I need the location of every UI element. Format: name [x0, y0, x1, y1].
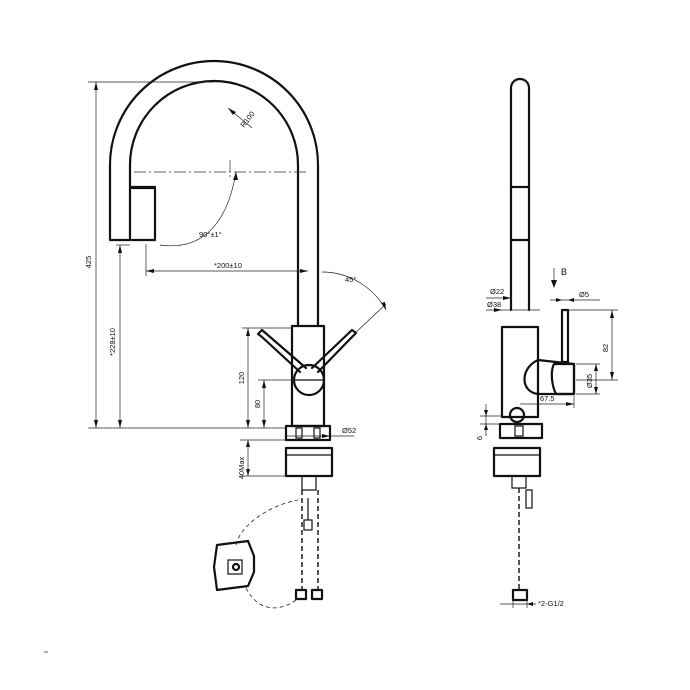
dim-base-gap-label: 6 [475, 436, 484, 440]
arrow-gap-bottom [484, 424, 488, 430]
side-hose-clip [525, 489, 533, 509]
arrow-reach-left [146, 269, 154, 273]
side-thread-stub [511, 475, 527, 489]
side-hose-nut [511, 588, 529, 602]
dim-handle-diameter-label: Ø35 [585, 374, 594, 388]
arrow-handle-height-top [610, 310, 614, 318]
arrow-lever-diameter-left [556, 298, 562, 302]
side-mounting-nut [492, 446, 542, 478]
side-base-plate [498, 422, 544, 440]
spout-inner-contour [108, 59, 320, 327]
spout-outer-contour [128, 79, 300, 327]
hose-weight-leader [235, 499, 299, 609]
ext-line-lever-angle [351, 303, 387, 337]
arrow-bend-radius [228, 108, 236, 115]
side-body [500, 325, 540, 419]
arrow-reach-right [300, 269, 308, 273]
dim-max-deck-label: 40Max [237, 456, 246, 479]
arrow-lever-bottom [246, 420, 250, 428]
arrow-total-bottom [94, 420, 98, 428]
base-nut-left [295, 427, 303, 439]
arrow-deck-bottom [246, 469, 250, 476]
arrow-spout-top [118, 245, 122, 253]
dim-lever-height-label: 120 [237, 372, 246, 385]
hose-nut-left [294, 588, 308, 601]
arrow-swivel-angle [233, 172, 238, 180]
arrow-body-diameter [494, 308, 502, 312]
dim-lever-diameter-label: Ø5 [579, 290, 589, 299]
dim-total-height-label: 425 [84, 256, 93, 269]
side-base-nut [514, 425, 524, 437]
hose-weight-window [227, 559, 243, 575]
arrow-outlet-bottom [262, 420, 266, 428]
arrow-gap-top [484, 410, 488, 416]
side-outlet-circle [508, 406, 526, 424]
dim-handle-height-label: 82 [601, 344, 610, 352]
base-nut-right [313, 427, 321, 439]
view-arrow-head [551, 280, 557, 288]
dim-handle-offset-label: 67.5 [540, 394, 555, 403]
arrow-handle-diameter-bottom [594, 387, 598, 394]
arrow-lever-diameter-right [568, 298, 574, 302]
side-spout-tube [509, 77, 531, 312]
arrow-deck-top [246, 440, 250, 447]
arrow-lever-top [246, 328, 250, 336]
arrow-spout-diameter [503, 296, 511, 300]
dim-spout-diameter-label: Ø22 [490, 287, 504, 296]
arrow-spout-bottom [118, 420, 122, 428]
dim-swivel-angle-label: 90°±1° [199, 230, 222, 239]
arrow-handle-height-bottom [610, 372, 614, 380]
side-handle-cap [550, 362, 576, 396]
lever-left [256, 328, 308, 374]
front-view: 425 *228±10 120 80 40Max Ø52 [84, 59, 387, 609]
dim-lever-angle-label: 45° [345, 275, 356, 284]
arrow-outlet-top [262, 380, 266, 388]
deck-thread-stub [301, 475, 317, 491]
base-plate [284, 424, 332, 442]
dim-reach-label: *200±10 [214, 261, 242, 270]
arrow-total-top [94, 82, 98, 90]
pullout-head [108, 163, 132, 242]
side-lever-rod [560, 308, 570, 364]
side-view: B Ø22 Ø38 Ø5 82 Ø35 67.5 [475, 77, 618, 608]
spray-head [130, 186, 157, 242]
tap-body [290, 324, 326, 428]
lever-right [310, 328, 358, 374]
arrow-handle-offset [566, 402, 574, 406]
dim-connection-label: *2-G1/2 [538, 599, 564, 608]
arrow-handle-diameter-top [594, 364, 598, 371]
arrow-base-diameter [322, 434, 330, 438]
arrow-lever-angle [381, 302, 386, 310]
hose-weight-bolt [231, 562, 241, 572]
hose-weight [212, 539, 256, 592]
hose-nut-right [310, 588, 324, 601]
dim-body-diameter-label: Ø38 [487, 300, 501, 309]
dim-outlet-height-label: 80 [253, 400, 262, 408]
mounting-nut [284, 446, 334, 478]
dim-spout-height-label: *228±10 [108, 328, 117, 356]
dim-bend-radius-label: R100 [238, 110, 256, 130]
arc-swivel-angle [159, 171, 237, 247]
hose-fitting-middle [303, 519, 313, 531]
view-marker-label: B [561, 267, 567, 277]
dim-base-diameter-label: Ø52 [342, 426, 356, 435]
arrow-connection [527, 602, 533, 606]
